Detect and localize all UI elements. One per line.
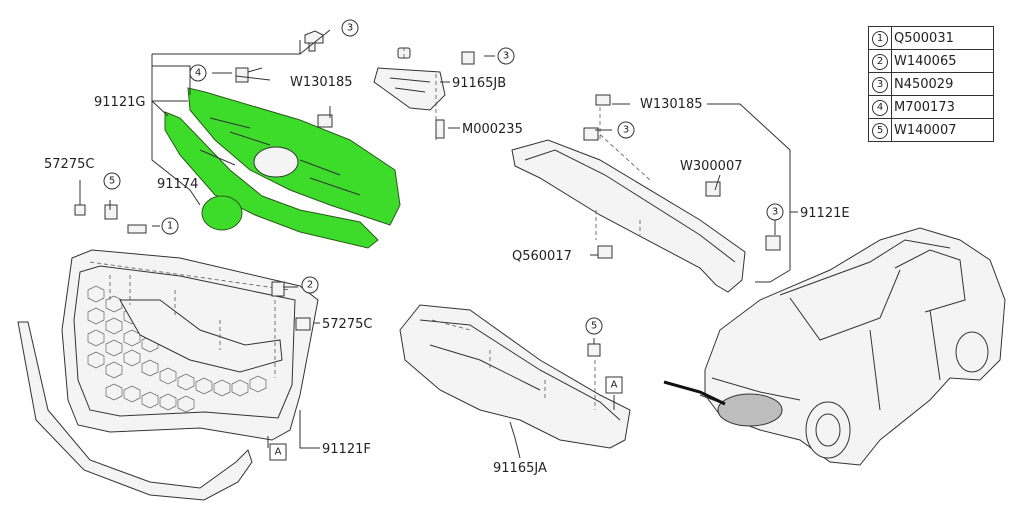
svg-text:1: 1 xyxy=(167,221,173,232)
svg-text:3: 3 xyxy=(772,207,778,218)
circled-ref-5-cover: 5 xyxy=(585,317,603,335)
legend-index: 1 xyxy=(872,30,888,47)
svg-text:2: 2 xyxy=(307,280,313,291)
lower-grille-part xyxy=(61,249,319,441)
bracket-91165jb-part xyxy=(373,47,446,140)
svg-text:A: A xyxy=(611,380,618,391)
callout-q560017: Q560017 xyxy=(512,249,572,264)
callout-m000235: M000235 xyxy=(462,122,523,137)
beam-91121e-part xyxy=(511,100,746,293)
circled-ref-4: 4 xyxy=(189,64,207,82)
circled-ref-1: 1 xyxy=(161,217,179,235)
circled-ref-3-beam: 3 xyxy=(617,121,635,139)
legend-code: N450029 xyxy=(891,72,994,96)
callout-91174: 91174 xyxy=(157,177,198,192)
callout-w300007: W300007 xyxy=(680,159,742,174)
circled-ref-3-jb: 3 xyxy=(497,47,515,65)
leader-lines xyxy=(79,29,798,459)
boxed-ref-a-right: A xyxy=(605,376,623,394)
callout-w130185-right: W130185 xyxy=(640,97,702,112)
callout-91121f: 91121F xyxy=(322,442,371,457)
svg-text:3: 3 xyxy=(623,125,629,136)
boxed-ref-a-left: A xyxy=(269,443,287,461)
fasteners xyxy=(74,30,781,357)
callout-91165ja: 91165JA xyxy=(493,461,547,476)
legend-index: 4 xyxy=(872,99,888,116)
legend-code: M700173 xyxy=(891,95,994,119)
legend-index: 2 xyxy=(872,53,888,70)
circled-ref-5-left: 5 xyxy=(103,172,121,190)
car-illustration xyxy=(663,227,1006,466)
legend-code: Q500031 xyxy=(891,26,994,50)
callout-w130185-left: W130185 xyxy=(290,75,352,90)
molding-strip-part xyxy=(17,321,253,501)
callout-91121e: 91121E xyxy=(800,206,850,221)
svg-text:5: 5 xyxy=(109,176,115,187)
svg-text:3: 3 xyxy=(503,51,509,62)
legend-code: W140007 xyxy=(891,118,994,142)
circled-ref-3-beam-low: 3 xyxy=(766,203,784,221)
circled-ref-3-top: 3 xyxy=(341,19,359,37)
cover-91165ja-part xyxy=(399,304,631,449)
legend-index: 3 xyxy=(872,76,888,93)
svg-text:5: 5 xyxy=(591,321,597,332)
upper-grille-part xyxy=(164,87,401,249)
svg-text:A: A xyxy=(275,447,282,458)
svg-text:3: 3 xyxy=(347,23,353,34)
legend-index: 5 xyxy=(872,122,888,139)
svg-text:4: 4 xyxy=(195,68,201,79)
legend-code: W140065 xyxy=(891,49,994,73)
callout-91165jb: 91165JB xyxy=(452,76,506,91)
callout-57275c-top: 57275C xyxy=(44,157,94,172)
circled-ref-2: 2 xyxy=(301,276,319,294)
callout-91121g: 91121G xyxy=(94,95,145,110)
callout-57275c-mid: 57275C xyxy=(322,317,372,332)
